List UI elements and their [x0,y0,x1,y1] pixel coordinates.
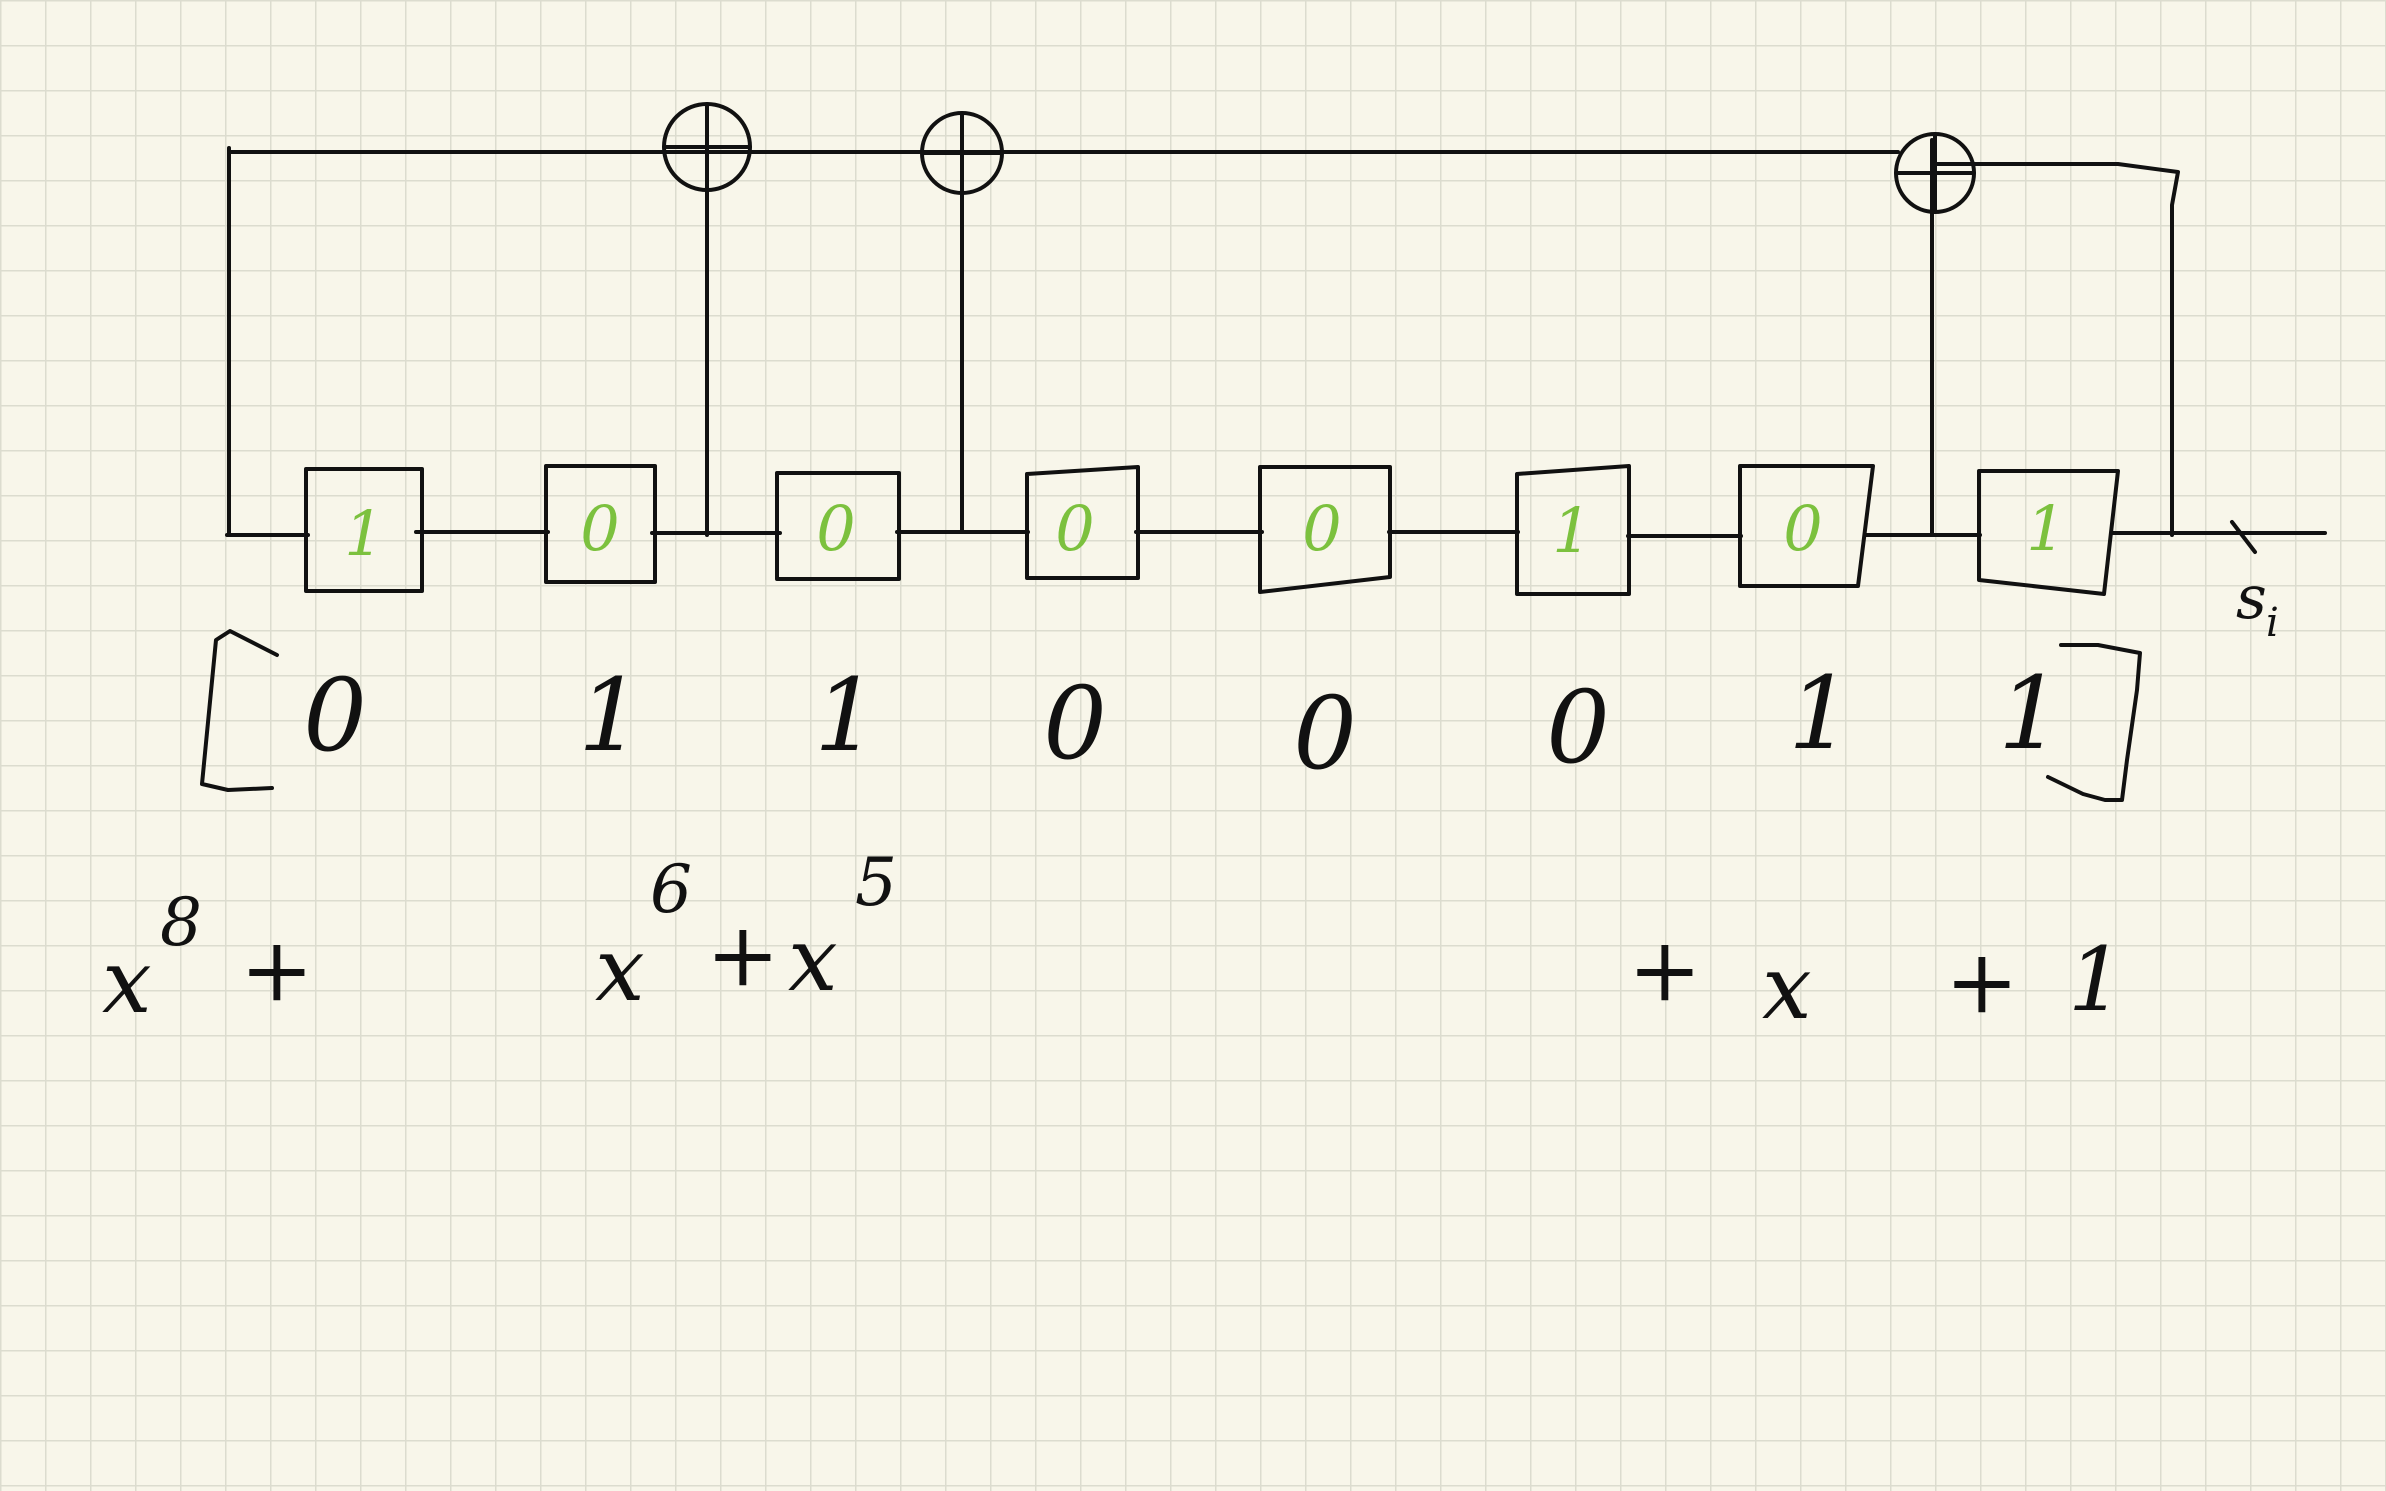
register-cell-6: 1 [1515,464,1631,596]
shift-chain [225,520,2327,554]
feedback-polynomial: x 8 + x 6 + x 5 + x + 1 [102,844,2124,1039]
term-x8-base: x [102,930,152,1033]
register-cell-8: 1 [1977,469,2120,596]
term-x6-exponent: 6 [650,851,692,928]
tap-value: 1 [578,657,642,774]
xor-gate-2 [920,111,1004,195]
plus-sign: + [240,918,314,1021]
register-value: 0 [816,492,855,565]
register-value: 0 [1055,492,1094,565]
register-value: 1 [344,497,383,570]
register-value: 0 [1783,492,1822,565]
output-symbol: s [2236,563,2267,633]
term-x6-base: x [595,918,645,1021]
tap-vector: 0 1 1 0 0 0 1 1 [200,629,2142,802]
output-subscript: i [2266,600,2279,646]
tap-value: 0 [303,657,367,774]
register-cell-7: 0 [1738,464,1875,588]
register-cell-1: 1 [304,467,424,593]
tap-value: 0 [1546,669,1610,786]
register-cell-5: 0 [1258,465,1392,594]
term-x5-base: x [788,908,838,1011]
tap-value: 1 [1788,655,1852,772]
xor-gate-3 [1894,132,1976,214]
feedback-output-return [1933,162,2180,537]
register-cell-3: 0 [775,471,901,581]
register-value: 1 [2026,492,2065,565]
term-x8-exponent: 8 [160,884,202,961]
xor-gate-1 [662,102,752,192]
term-constant: 1 [2068,928,2124,1031]
feedback-wiring [227,120,2180,537]
left-bracket [200,629,279,792]
term-x5-exponent: 5 [855,844,897,921]
register-cell-4: 0 [1025,465,1140,580]
tap-value: 0 [1293,675,1357,792]
tap-value: 1 [814,657,878,774]
register-cell-2: 0 [544,464,657,584]
plus-sign: + [706,903,780,1006]
right-bracket [2046,643,2142,802]
output-tick [2230,520,2257,554]
output-label: s i [2236,563,2279,646]
plus-sign: + [1628,918,1702,1021]
register-value: 1 [1552,494,1591,567]
term-x1: x [1762,936,1812,1039]
register-value: 0 [1302,492,1341,565]
tap-value: 0 [1043,665,1107,782]
plus-sign: + [1945,930,2019,1033]
tap-value: 1 [1998,655,2062,772]
register-value: 0 [580,492,619,565]
